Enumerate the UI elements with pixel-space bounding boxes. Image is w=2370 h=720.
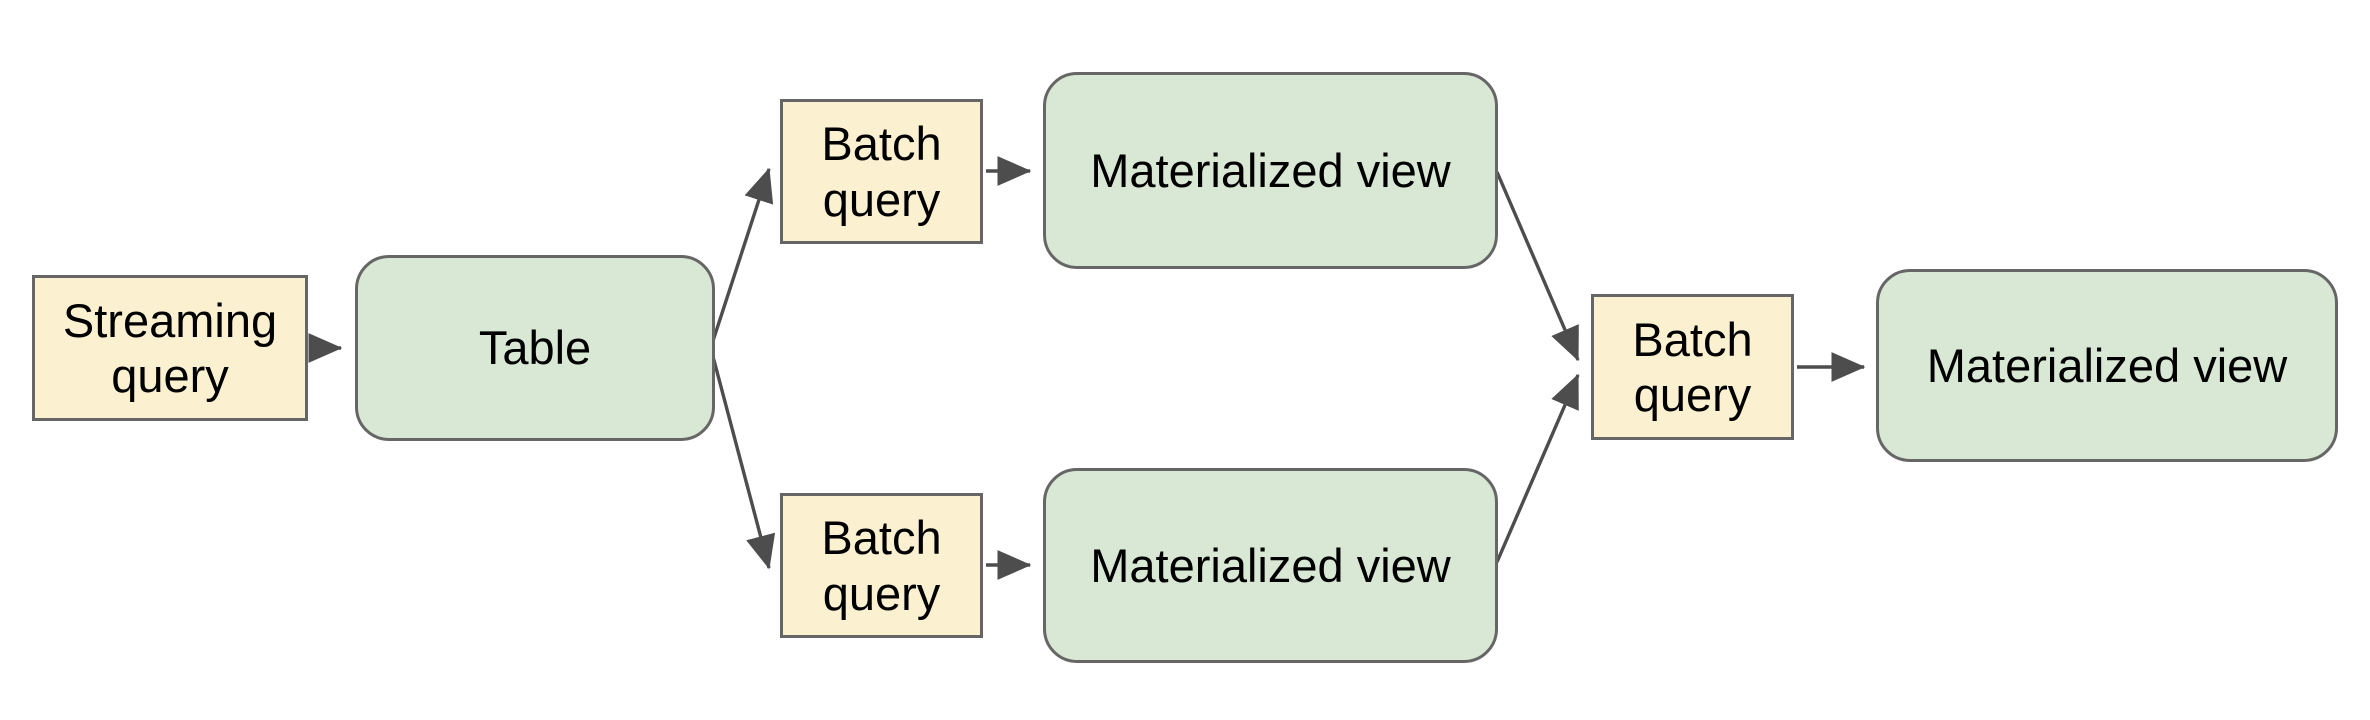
node-table[interactable]: Table [355, 255, 715, 441]
edge-materialized-view-top-to-batch-query-merge [1495, 171, 1580, 362]
node-batch-query-merge-label: Batch query [1632, 312, 1753, 421]
node-batch-query-bottom[interactable]: Batch query [780, 493, 983, 638]
node-materialized-view-final[interactable]: Materialized view [1876, 269, 2338, 462]
edge-table-to-batch-query-bottom [709, 348, 776, 570]
node-materialized-view-bottom-label: Materialized view [1090, 538, 1451, 592]
node-materialized-view-top[interactable]: Materialized view [1043, 72, 1498, 269]
node-materialized-view-bottom[interactable]: Materialized view [1043, 468, 1498, 663]
node-materialized-view-final-label: Materialized view [1926, 338, 2288, 392]
node-batch-query-merge[interactable]: Batch query [1591, 294, 1794, 440]
edge-table-to-batch-query-top [709, 167, 774, 348]
node-batch-query-top[interactable]: Batch query [780, 99, 983, 244]
node-streaming-query-label: Streaming query [62, 293, 278, 402]
node-materialized-view-top-label: Materialized view [1090, 143, 1451, 197]
node-table-label: Table [478, 321, 592, 375]
edge-materialized-view-bottom-to-batch-query-merge [1495, 373, 1580, 563]
node-streaming-query[interactable]: Streaming query [32, 275, 308, 421]
node-batch-query-top-label: Batch query [821, 117, 942, 226]
node-batch-query-bottom-label: Batch query [821, 511, 942, 620]
